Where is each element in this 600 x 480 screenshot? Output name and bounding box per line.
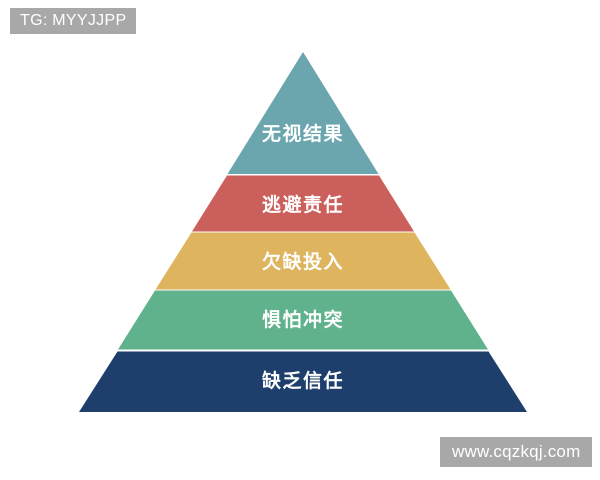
pyramid-layer-1-label: 无视结果 <box>262 122 344 145</box>
pyramid-layer-3-shape <box>155 232 451 290</box>
pyramid-layer-4-shape <box>118 290 488 350</box>
pyramid-layer-4-label: 惧怕冲突 <box>262 308 344 331</box>
pyramid-layer-5-shape <box>79 351 527 412</box>
watermark-top-left: TG: MYYJJPP <box>10 8 137 34</box>
pyramid-layer-4[interactable]: 惧怕冲突 <box>118 290 488 350</box>
pyramid-layer-2[interactable]: 逃避责任 <box>192 175 414 232</box>
pyramid-layer-2-shape <box>192 175 414 232</box>
pyramid-layer-3[interactable]: 欠缺投入 <box>155 232 451 290</box>
pyramid-layer-5-label: 缺乏信任 <box>262 369 344 392</box>
pyramid-layer-1[interactable]: 无视结果 <box>227 52 379 174</box>
pyramid-layer-5[interactable]: 缺乏信任 <box>79 351 527 413</box>
pyramid-layer-1-shape <box>227 52 379 174</box>
watermark-bottom-right: www.cqzkqj.com <box>440 437 593 467</box>
pyramid-layer-3-label: 欠缺投入 <box>262 250 344 273</box>
pyramid-layer-2-label: 逃避责任 <box>262 193 344 216</box>
